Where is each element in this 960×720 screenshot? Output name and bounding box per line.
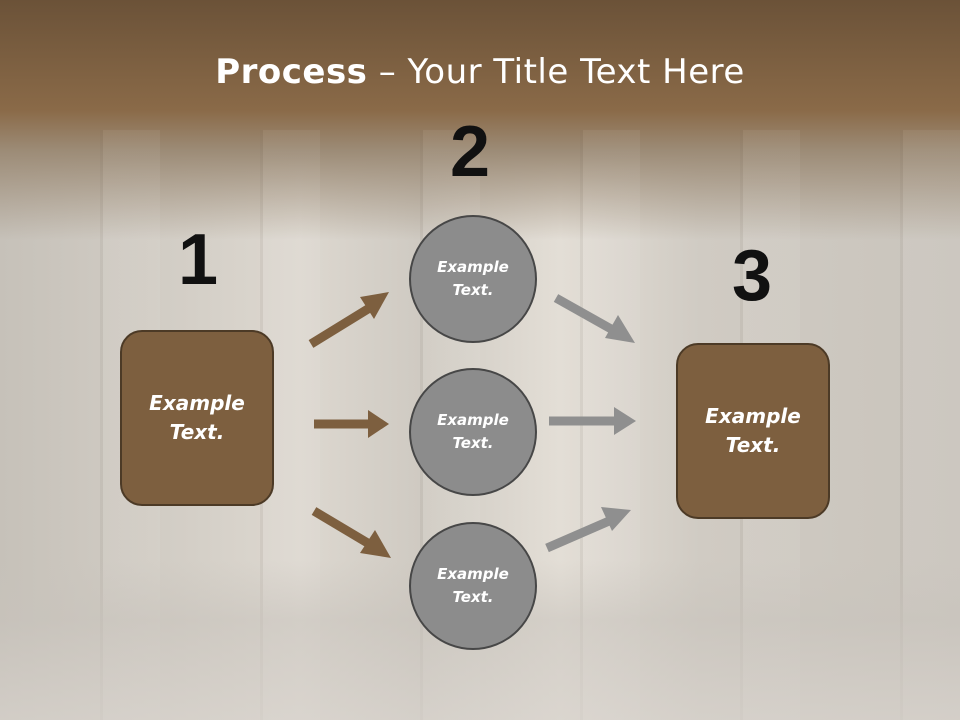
- right-box-line-1: Example: [705, 404, 801, 428]
- circle-top[interactable]: Example Text.: [409, 215, 537, 343]
- circle-bottom[interactable]: Example Text.: [409, 522, 537, 650]
- arrow-middle-to-right: [549, 407, 636, 435]
- left-box-line-1: Example: [149, 391, 245, 415]
- left-box-text: Example Text.: [149, 389, 245, 447]
- circle-bottom-text: Example Text.: [437, 563, 509, 609]
- circle-middle[interactable]: Example Text.: [409, 368, 537, 496]
- arrow-left-to-bottom: [311, 507, 391, 558]
- circle-top-line-1: Example: [437, 258, 509, 276]
- circle-top-text: Example Text.: [437, 256, 509, 302]
- circle-middle-line-1: Example: [437, 411, 509, 429]
- right-box-text: Example Text.: [705, 402, 801, 460]
- circle-bottom-line-2: Text.: [452, 588, 494, 606]
- circle-top-line-2: Text.: [452, 281, 494, 299]
- circle-middle-text: Example Text.: [437, 409, 509, 455]
- left-box[interactable]: Example Text.: [120, 330, 274, 506]
- arrow-top-to-right: [553, 294, 635, 343]
- arrow-left-to-middle: [314, 410, 389, 438]
- title-rest: – Your Title Text Here: [367, 52, 745, 92]
- arrow-bottom-to-right: [545, 507, 631, 553]
- slide-title[interactable]: Process – Your Title Text Here: [0, 52, 960, 92]
- step-number-2: 2: [450, 112, 491, 192]
- arrow-left-to-top: [308, 292, 389, 348]
- right-box[interactable]: Example Text.: [676, 343, 830, 519]
- right-box-line-2: Text.: [725, 433, 781, 457]
- step-number-3: 3: [732, 236, 773, 316]
- circle-bottom-line-1: Example: [437, 565, 509, 583]
- title-bold: Process: [215, 52, 368, 92]
- left-box-line-2: Text.: [169, 420, 225, 444]
- step-number-1: 1: [178, 220, 219, 300]
- circle-middle-line-2: Text.: [452, 434, 494, 452]
